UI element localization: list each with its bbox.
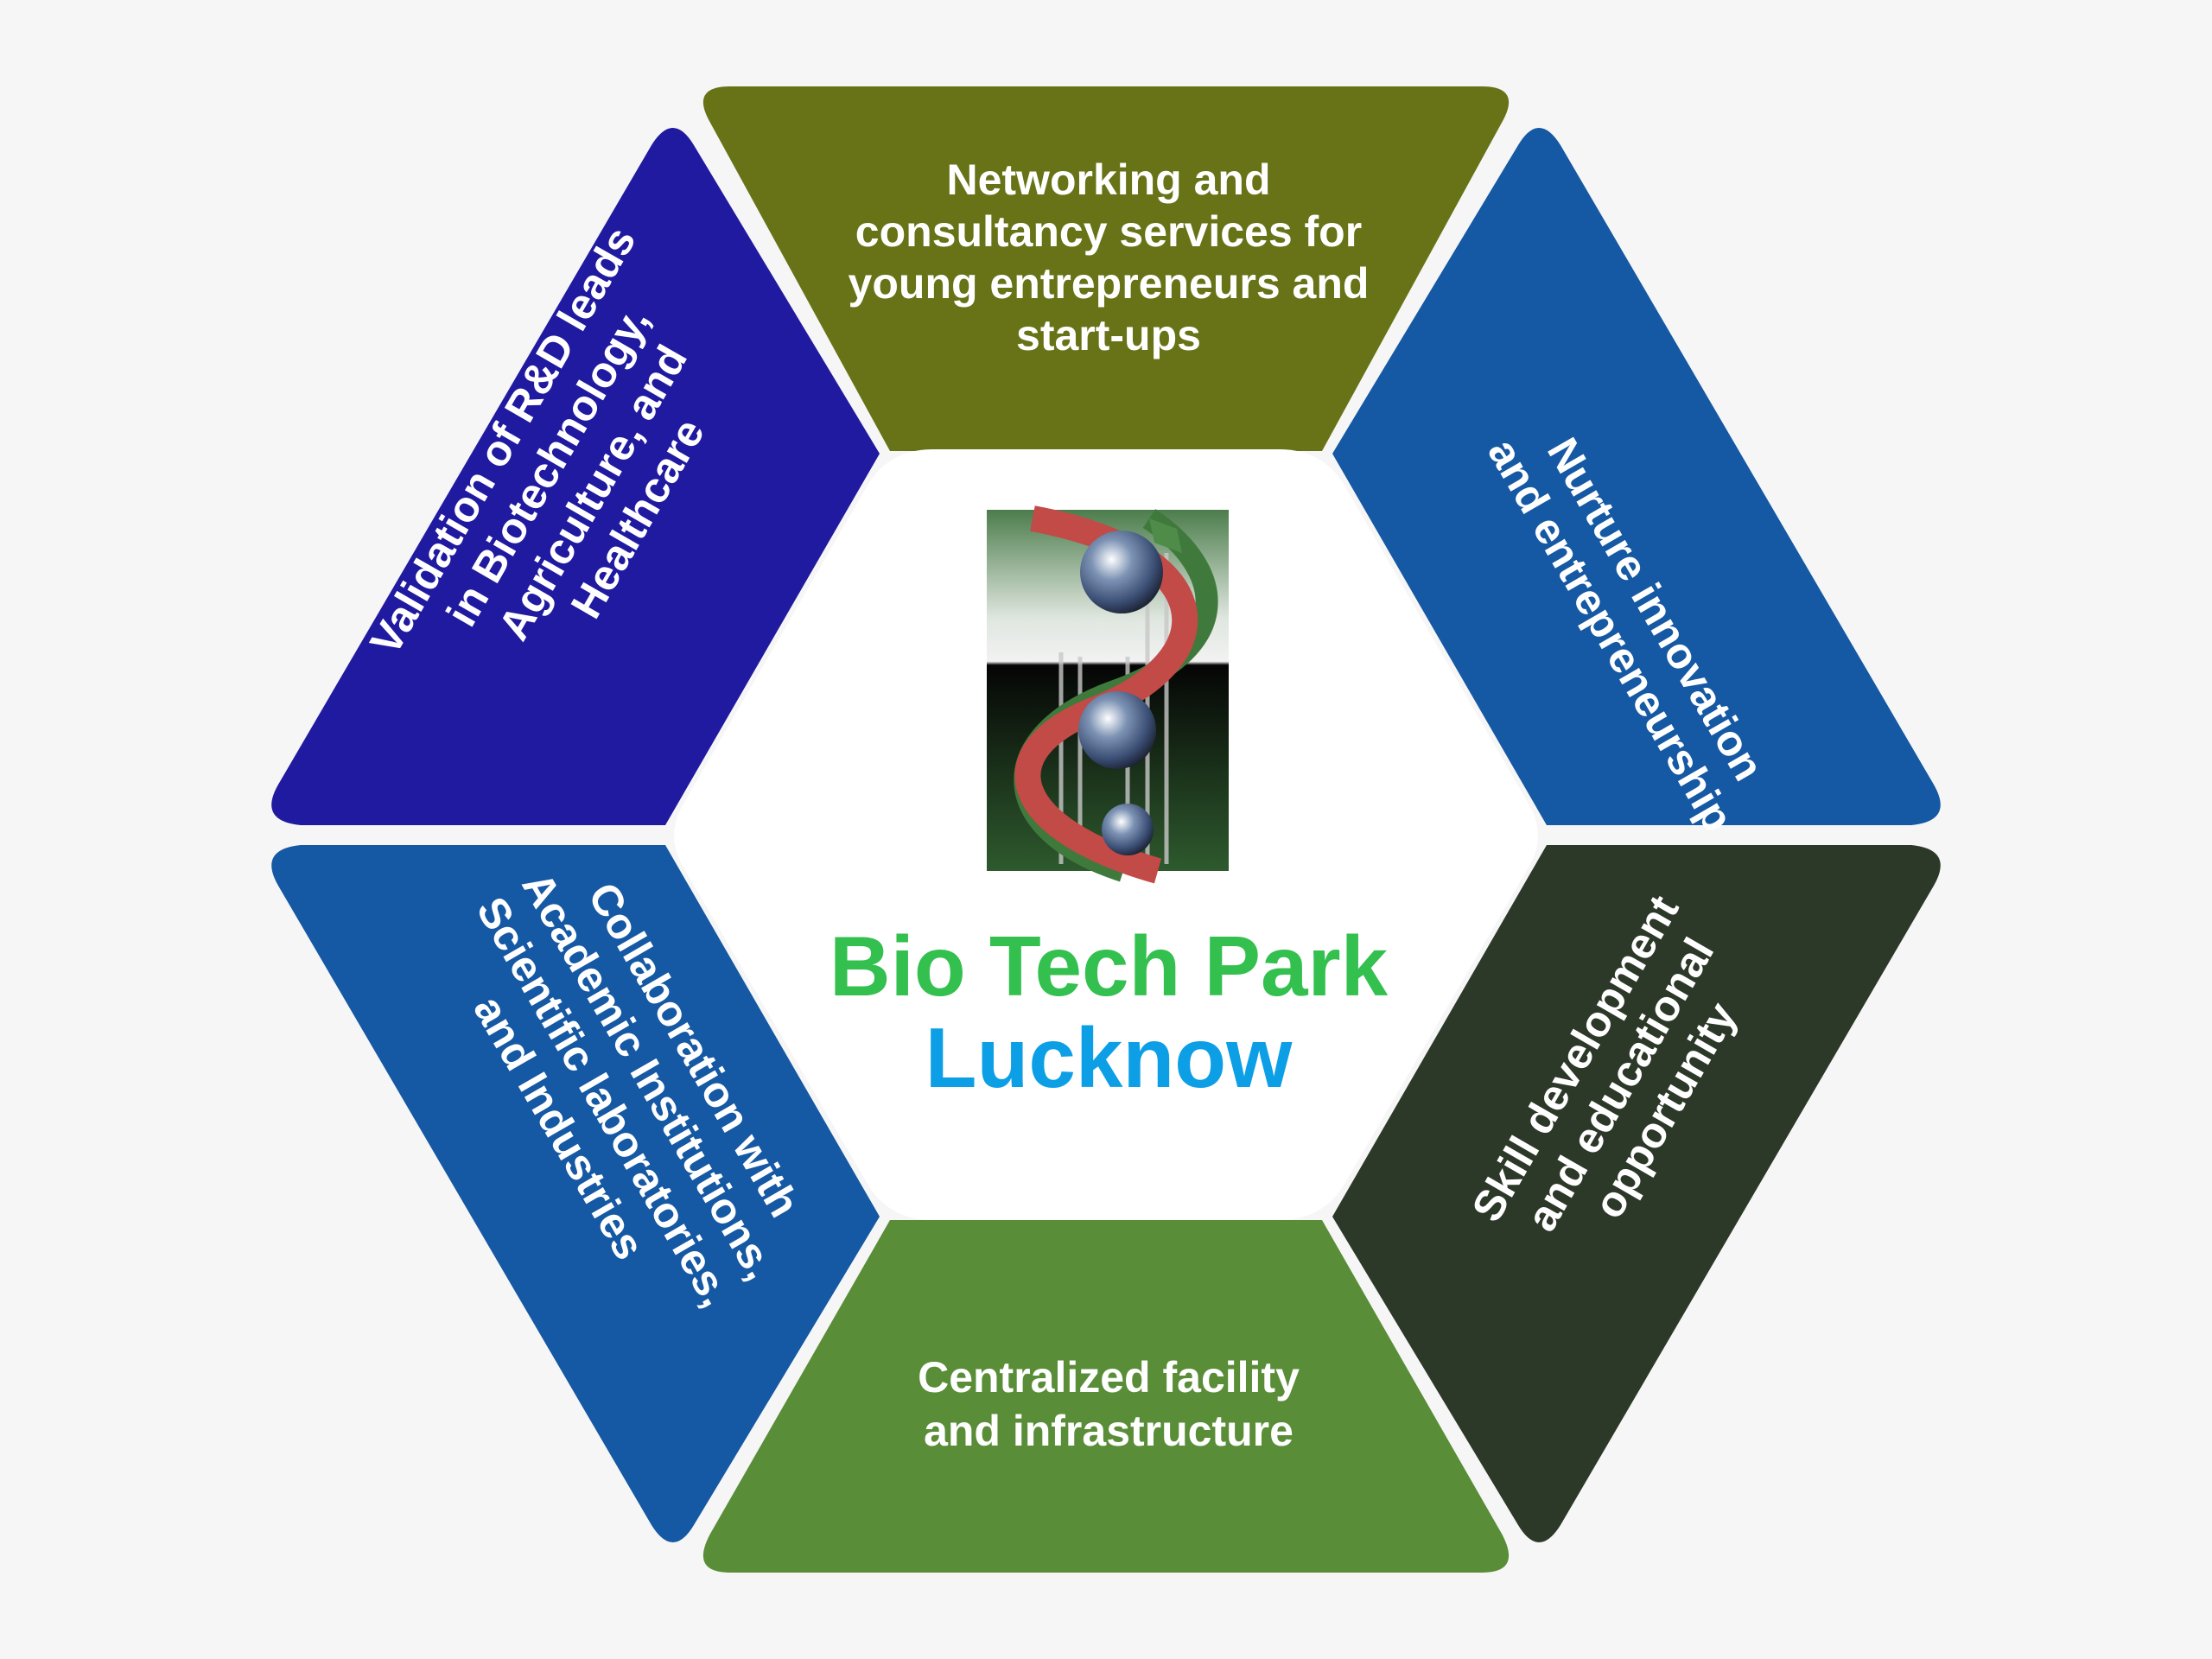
segment-upper-right: Nurture innovationand entrepreneurship <box>1332 128 1941 840</box>
center-title-line2: Lucknow <box>925 1010 1293 1105</box>
segment-lower-left-shape <box>271 845 880 1542</box>
segment-upper-right-shape <box>1332 128 1941 825</box>
segment-top-line: Networking and <box>946 156 1270 204</box>
segment-bottom-line: Centralized facility <box>918 1353 1300 1402</box>
segment-top-line: consultancy services for <box>855 207 1362 256</box>
segment-bottom-shape <box>702 1220 1510 1573</box>
segment-upper-left-shape <box>271 128 880 825</box>
segment-top-shape <box>702 86 1510 451</box>
segment-bottom-text: Centralized facility and infrastructure <box>918 1353 1300 1455</box>
segment-top-line: young entrepreneurs and <box>849 259 1370 308</box>
segment-lower-right-shape <box>1332 845 1941 1542</box>
dna-helix-globe-icon <box>987 505 1229 884</box>
segment-lower-right: Skill developmentand educationalopportun… <box>1332 845 1941 1542</box>
segment-bottom: Centralized facility and infrastructure <box>702 1220 1510 1573</box>
segment-lower-left: Collaboration withAcademic Institutions,… <box>271 845 880 1542</box>
center-title-line1: Bio Tech Park <box>830 918 1389 1014</box>
segment-bottom-line: and infrastructure <box>924 1407 1294 1455</box>
segment-top-line: start-ups <box>1016 311 1201 359</box>
